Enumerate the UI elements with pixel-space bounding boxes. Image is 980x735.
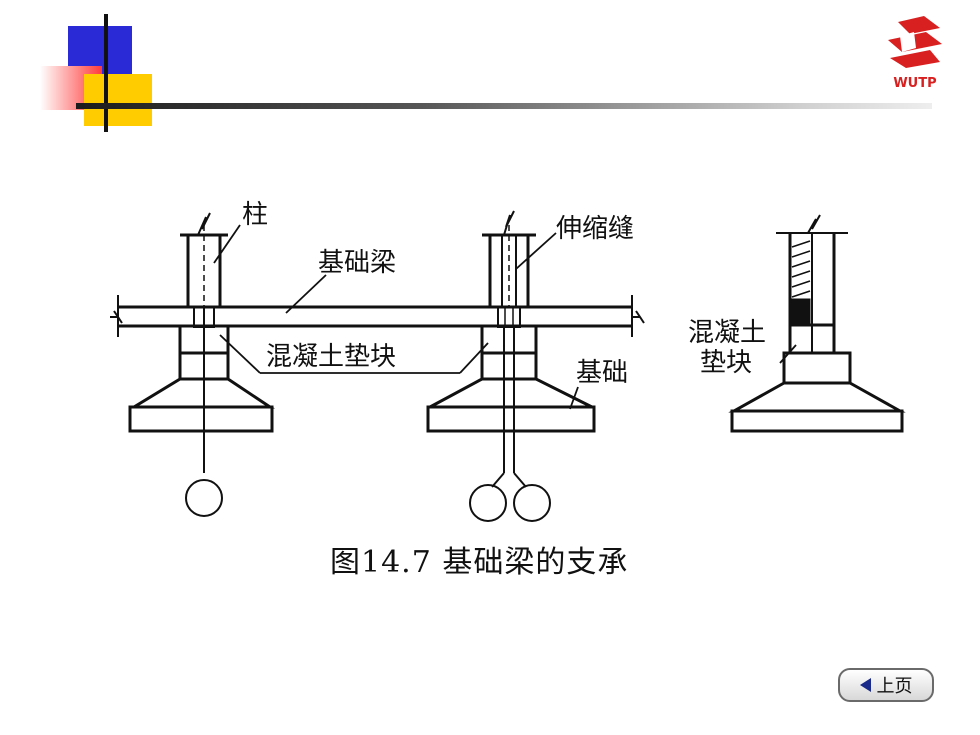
middle-foundation [426, 324, 596, 522]
prev-page-label: 上页 [876, 676, 913, 697]
left-column [180, 212, 228, 307]
label-concrete-pad: 混凝土垫块 [266, 342, 396, 372]
label-side-pad-line1: 混凝土 [688, 318, 766, 348]
decor-yellow-square [84, 74, 152, 126]
decor-vertical-line [104, 14, 108, 132]
prev-page-button[interactable]: 上页 [838, 668, 934, 702]
label-expansion-joint: 伸缩缝 [556, 214, 634, 244]
foundation-beam-support-diagram: 柱 基础梁 伸缩缝 混凝土垫块 基础 混凝土 垫块 [110, 200, 906, 522]
leader-lines [213, 224, 797, 410]
left-arrow-icon [859, 678, 871, 692]
label-foundation-beam: 基础梁 [318, 248, 396, 278]
decor-header-rule [76, 103, 932, 109]
foundation-beam [110, 295, 645, 337]
wutp-logo: WUTP [888, 16, 942, 91]
label-side-pad-line2: 垫块 [700, 348, 752, 378]
left-foundation [128, 306, 275, 517]
figure-caption: 图14.7 基础梁的支承 [330, 545, 629, 580]
label-column: 柱 [242, 200, 268, 230]
middle-column [482, 210, 536, 328]
logo-text: WUTP [893, 76, 936, 91]
label-foundation: 基础 [576, 358, 628, 388]
side-section [728, 214, 906, 433]
